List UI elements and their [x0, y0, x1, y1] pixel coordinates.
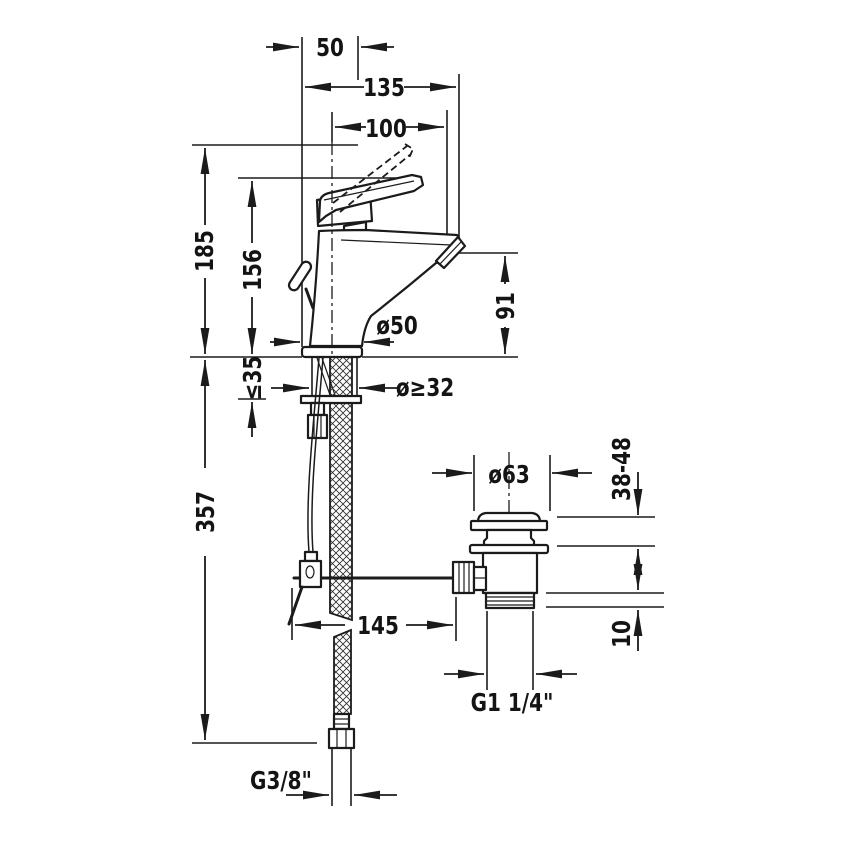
dim-label-50: 50 — [316, 34, 344, 63]
pull-rod-upper — [304, 287, 315, 310]
rod-clamp-cap — [303, 550, 319, 563]
faucet-body-group — [287, 143, 467, 359]
dim-label-91: 91 — [492, 292, 521, 320]
waste-flange — [468, 543, 550, 555]
supply-hose-lower — [333, 628, 352, 715]
hose-collar — [332, 712, 351, 731]
supply-hose-upper — [329, 356, 353, 622]
aerator-edge — [439, 241, 462, 265]
spout-top-edge — [340, 239, 452, 246]
lever-raised-dashed — [332, 143, 415, 213]
dim-label-38-48: 38-48 — [608, 437, 637, 501]
centerlines — [331, 142, 510, 512]
waste-neck — [482, 528, 536, 548]
waste-cap-brim — [469, 519, 549, 532]
dim-label-357: 357 — [192, 491, 221, 533]
extension-lines — [190, 36, 664, 744]
dim-label-135: 135 — [363, 74, 405, 103]
dim-label-dia32: ø≥32 — [396, 374, 454, 403]
dim-label-185: 185 — [191, 230, 220, 272]
pull-rod-knob — [287, 260, 313, 292]
dim-label-145: 145 — [357, 612, 399, 641]
pop-up-rod — [307, 357, 320, 553]
dim-label-156: 156 — [239, 249, 268, 291]
dim-label-100: 100 — [365, 115, 407, 144]
dim-label-dia63: ø63 — [488, 461, 530, 490]
rod-clamp — [298, 559, 323, 589]
rod-tip — [287, 585, 304, 626]
waste-cap-dome — [476, 511, 542, 524]
dim-label-g114: G1 1/4" — [471, 689, 554, 718]
mounting-washer — [299, 394, 363, 405]
dimension-labels: 50 135 100 185 156 91 ø50 ≤35 ø≥32 357 ø… — [191, 34, 637, 796]
lever-handle — [317, 173, 425, 224]
dim-label-dia50: ø50 — [376, 312, 418, 341]
hose-hex-nut — [327, 727, 356, 750]
dimension-arrows — [200, 42, 643, 800]
dim-label-max35: ≤35 — [239, 356, 268, 401]
dim-label-10: 10 — [608, 620, 637, 648]
waste-body — [481, 551, 539, 595]
dim-label-g38: G3/8" — [250, 767, 312, 796]
pop-up-waste-group — [451, 511, 550, 610]
lever-top-edge — [323, 180, 415, 201]
under-counter-group — [287, 356, 457, 806]
